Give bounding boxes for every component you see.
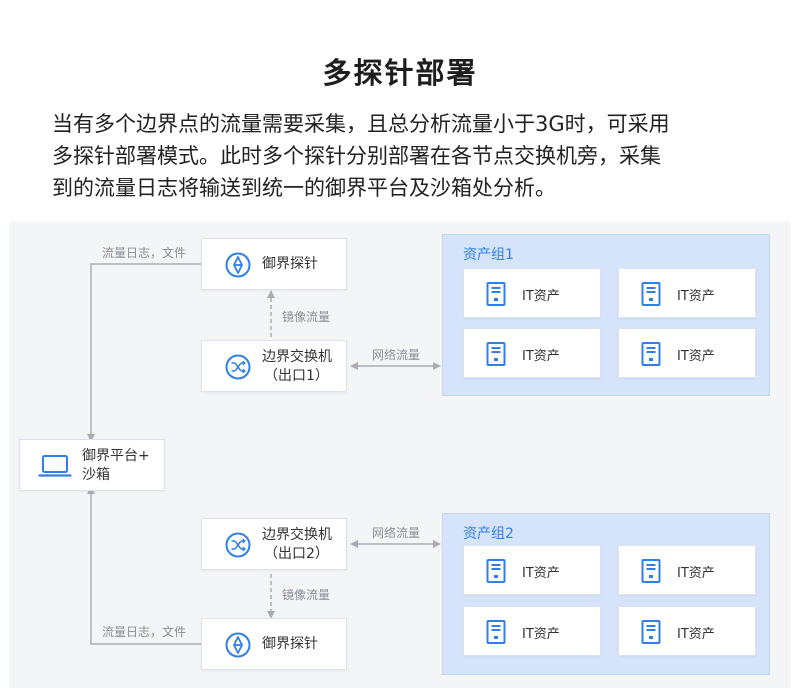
- probe-label: 御界探针: [262, 636, 318, 652]
- asset-card[interactable]: IT资产: [463, 328, 601, 378]
- switch-node-bottom[interactable]: 边界交换机 （出口2）: [201, 518, 347, 570]
- page-title: 多探针部署: [322, 56, 478, 90]
- description-line: 当有多个边界点的流量需要采集，且总分析流量小于3G时，可采用: [52, 112, 670, 136]
- server-icon: [641, 559, 661, 587]
- asset-label: IT资产: [677, 289, 715, 304]
- asset-label: IT资产: [522, 349, 560, 364]
- edge-label-network-bottom: 网络流量: [372, 526, 421, 540]
- server-icon: [486, 342, 506, 370]
- shuffle-icon: [224, 531, 252, 563]
- asset-card[interactable]: IT资产: [463, 606, 601, 656]
- platform-label: 御界平台+: [82, 448, 150, 464]
- switch-node-top[interactable]: 边界交换机 （出口1）: [201, 340, 347, 392]
- asset-group-label: 资产组1: [463, 247, 514, 263]
- asset-card[interactable]: IT资产: [618, 545, 756, 595]
- asset-card[interactable]: IT资产: [618, 268, 756, 318]
- server-icon: [486, 620, 506, 648]
- edge-label-log-bottom: 流量日志，文件: [102, 625, 187, 639]
- compass-icon: [224, 251, 252, 283]
- edge-label-mirror-bottom: 镜像流量: [282, 588, 331, 602]
- probe-node-top[interactable]: 御界探针: [201, 238, 347, 290]
- asset-label: IT资产: [677, 627, 715, 642]
- description-line: 到的流量日志将输送到统一的御界平台及沙箱处分析。: [52, 176, 556, 200]
- asset-card[interactable]: IT资产: [618, 328, 756, 378]
- asset-group-2: 资产组2 IT资产 IT资产 IT资产 IT资产: [442, 513, 770, 675]
- log-connector-bottom: [87, 486, 201, 645]
- shuffle-icon: [224, 353, 252, 385]
- description: 当有多个边界点的流量需要采集，且总分析流量小于3G时，可采用 多探针部署模式。此…: [52, 108, 772, 204]
- asset-card[interactable]: IT资产: [618, 606, 756, 656]
- asset-group-label: 资产组2: [463, 526, 514, 542]
- server-icon: [641, 282, 661, 310]
- compass-icon: [224, 631, 252, 663]
- switch-label: 边界交换机: [262, 527, 332, 543]
- server-icon: [641, 342, 661, 370]
- probe-node-bottom[interactable]: 御界探针: [201, 618, 347, 670]
- edge-label-network-top: 网络流量: [372, 348, 421, 362]
- description-line: 多探针部署模式。此时多个探针分别部署在各节点交换机旁，采集: [52, 144, 661, 168]
- log-connector-top: [87, 263, 201, 442]
- switch-sublabel: （出口1）: [264, 368, 329, 384]
- asset-label: IT资产: [522, 566, 560, 581]
- server-icon: [641, 620, 661, 648]
- asset-card[interactable]: IT资产: [463, 268, 601, 318]
- asset-label: IT资产: [522, 289, 560, 304]
- asset-label: IT资产: [522, 627, 560, 642]
- switch-sublabel: （出口2）: [264, 546, 329, 562]
- server-icon: [486, 282, 506, 310]
- edge-label-mirror-top: 镜像流量: [282, 310, 331, 324]
- platform-sublabel: 沙箱: [82, 467, 110, 483]
- asset-label: IT资产: [677, 349, 715, 364]
- switch-label: 边界交换机: [262, 349, 332, 365]
- server-icon: [486, 559, 506, 587]
- asset-label: IT资产: [677, 566, 715, 581]
- probe-label: 御界探针: [262, 256, 318, 272]
- laptop-icon: [38, 453, 72, 483]
- asset-group-1: 资产组1 IT资产 IT资产 IT资产 IT资产: [442, 234, 770, 396]
- platform-node[interactable]: 御界平台+ 沙箱: [19, 439, 165, 491]
- connector-lines: [87, 263, 441, 645]
- diagram-canvas: 流量日志，文件 流量日志，文件 镜像流量 镜像流量 网络流量 网络流量 御界探针…: [9, 222, 791, 688]
- asset-card[interactable]: IT资产: [463, 545, 601, 595]
- edge-label-log-top: 流量日志，文件: [102, 246, 187, 260]
